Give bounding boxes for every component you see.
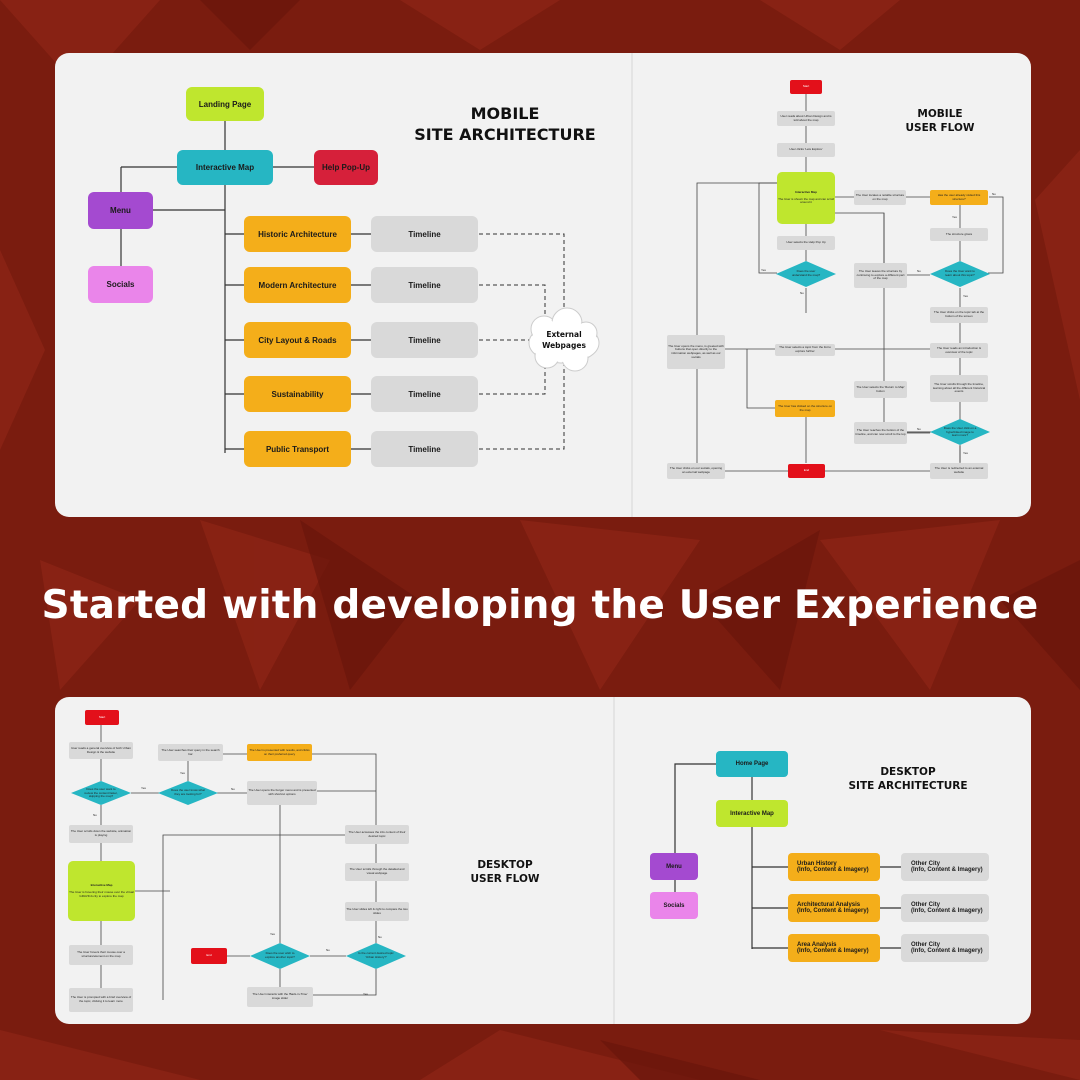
- other-city-node: Other City (Info, Content & Imagery): [901, 894, 989, 922]
- yes-label: Yes: [761, 268, 766, 272]
- other-city-node: Other City (Info, Content & Imagery): [901, 853, 989, 881]
- topic-sustainability: Sustainability: [244, 376, 351, 412]
- no-label: No: [917, 269, 921, 273]
- flow-start: Start: [85, 710, 119, 725]
- yes-label: Yes: [363, 992, 368, 996]
- flow-step: The User scrolls through the detailed an…: [345, 863, 409, 881]
- no-label: No: [992, 192, 996, 196]
- flow-step: The User slides left & right to compare …: [345, 902, 409, 921]
- topic-public-transport: Public Transport: [244, 431, 351, 467]
- desktop-card: Start User reads a general overview of b…: [55, 697, 1031, 1024]
- flow-step: The User reads an introduction & overvie…: [930, 343, 988, 358]
- headline: Started with developing the User Experie…: [41, 583, 1039, 628]
- yes-label: Yes: [180, 771, 185, 775]
- yes-label: Yes: [141, 786, 146, 790]
- timeline-node: Timeline: [371, 376, 478, 412]
- flow-decision: Is the current desired topic 'Urban Hist…: [358, 951, 394, 959]
- flow-step: The User opens the burger menu and is pr…: [247, 781, 317, 805]
- no-label: No: [378, 935, 382, 939]
- flow-end: End: [788, 464, 825, 478]
- flow-interactive-map: Interactive Map The User is shown the ma…: [777, 172, 835, 224]
- flow-step: The User accesses the info content of th…: [345, 825, 409, 844]
- topic-architectural-analysis: Architectural Analysis (Info, Content & …: [788, 894, 880, 922]
- timeline-node: Timeline: [371, 216, 478, 252]
- flow-step: The User interacts with the 'Back-in-Tim…: [247, 987, 313, 1007]
- flow-interactive-map: Interactive Map The User is hovering the…: [68, 861, 135, 921]
- flow-decision: Does the User click on a hyperlinked ima…: [943, 426, 977, 438]
- flow-step: The User leaves the structure by continu…: [854, 263, 907, 288]
- flow-decision: Does the user wish to explore another to…: [265, 951, 295, 959]
- flow-step: The User hovers their mouse over a struc…: [69, 945, 133, 965]
- menu-node: Menu: [88, 192, 153, 229]
- no-label: No: [800, 291, 804, 295]
- flow-step: The User is redirected to an external we…: [930, 463, 988, 479]
- timeline-node: Timeline: [371, 322, 478, 358]
- no-label: No: [917, 427, 921, 431]
- flow-step: User reads a general overview of both Ur…: [69, 742, 133, 759]
- flow-step: User selects the Help Pop Up: [777, 236, 835, 250]
- no-label: No: [231, 787, 235, 791]
- flow-start: Start: [790, 80, 822, 94]
- topic-modern-architecture: Modern Architecture: [244, 267, 351, 303]
- mobile-flow-title: MOBILE USER FLOW: [905, 108, 975, 134]
- flow-decision: Does the user want to review the content…: [84, 787, 118, 799]
- timeline-node: Timeline: [371, 431, 478, 467]
- yes-label: Yes: [963, 451, 968, 455]
- flow-step: The User clicks on the topic tab at the …: [930, 307, 988, 323]
- landing-page-node: Landing Page: [186, 87, 264, 121]
- flow-step: The User is prompted with a brief overvi…: [69, 988, 133, 1012]
- flow-step: The User reaches the bottom of the timel…: [854, 422, 907, 444]
- flow-step: The structure glows: [930, 228, 988, 241]
- no-label: No: [326, 948, 330, 952]
- topic-historic-architecture: Historic Architecture: [244, 216, 351, 252]
- mobile-arch-title: MOBILE SITE ARCHITECTURE: [414, 104, 596, 144]
- flow-step: The User selects a topic from the list t…: [775, 344, 835, 356]
- other-city-node: Other City (Info, Content & Imagery): [901, 934, 989, 962]
- mobile-connectors: [120, 53, 1004, 517]
- home-page-node: Home Page: [716, 751, 788, 777]
- external-webpages-label: External Webpages: [542, 330, 586, 350]
- interactive-map-node: Interactive Map: [177, 150, 273, 185]
- flow-decision: Does the User want to learn about this t…: [945, 269, 975, 277]
- flow-end: End: [191, 948, 227, 964]
- help-popup-node: Help Pop-Up: [314, 150, 378, 185]
- desktop-connectors: [71, 697, 901, 1024]
- no-label: No: [93, 813, 97, 817]
- timeline-node: Timeline: [371, 267, 478, 303]
- menu-node: Menu: [650, 853, 698, 880]
- flow-step: The User selects the 'Return to Map' but…: [854, 381, 907, 398]
- socials-node: Socials: [88, 266, 153, 303]
- socials-node: Socials: [650, 892, 698, 919]
- flow-decision: Does the user know what they are looking…: [171, 788, 205, 796]
- flow-step: User reads about Urban Design and is tol…: [777, 111, 835, 126]
- mobile-card: Landing Page Interactive Map Help Pop-Up…: [55, 53, 1031, 517]
- topic-city-layout: City Layout & Roads: [244, 322, 351, 358]
- flow-step: The User locates a notable structure on …: [854, 190, 906, 205]
- yes-label: Yes: [963, 294, 968, 298]
- yes-label: Yes: [270, 932, 275, 936]
- flow-menu: The User opens the menu, is greeted with…: [667, 335, 725, 369]
- interactive-map-node: Interactive Map: [716, 800, 788, 827]
- flow-step: The User is presented with results, and …: [247, 744, 312, 761]
- flow-step: Has the user already visited this struct…: [930, 190, 988, 205]
- desktop-flow-title: DESKTOP USER FLOW: [470, 859, 540, 885]
- flow-step: The User searches their query in the sea…: [158, 744, 223, 761]
- flow-decision: Does the user understand the map?: [791, 269, 821, 277]
- topic-area-analysis: Area Analysis (Info, Content & Imagery): [788, 934, 880, 962]
- desktop-arch-title: DESKTOP SITE ARCHITECTURE: [848, 766, 968, 792]
- flow-step: The User scrolls down the website, anima…: [69, 825, 133, 843]
- topic-urban-history: Urban History (Info, Content & Imagery): [788, 853, 880, 881]
- yes-label: Yes: [952, 215, 957, 219]
- flow-step: The User clicks on our socials, opening …: [667, 463, 725, 479]
- flow-step: User clicks 'Lets Explore': [777, 143, 835, 157]
- flow-step: The User has clicked on the structure on…: [775, 400, 835, 417]
- flow-step: The User scrolls through the timeline, l…: [930, 375, 988, 402]
